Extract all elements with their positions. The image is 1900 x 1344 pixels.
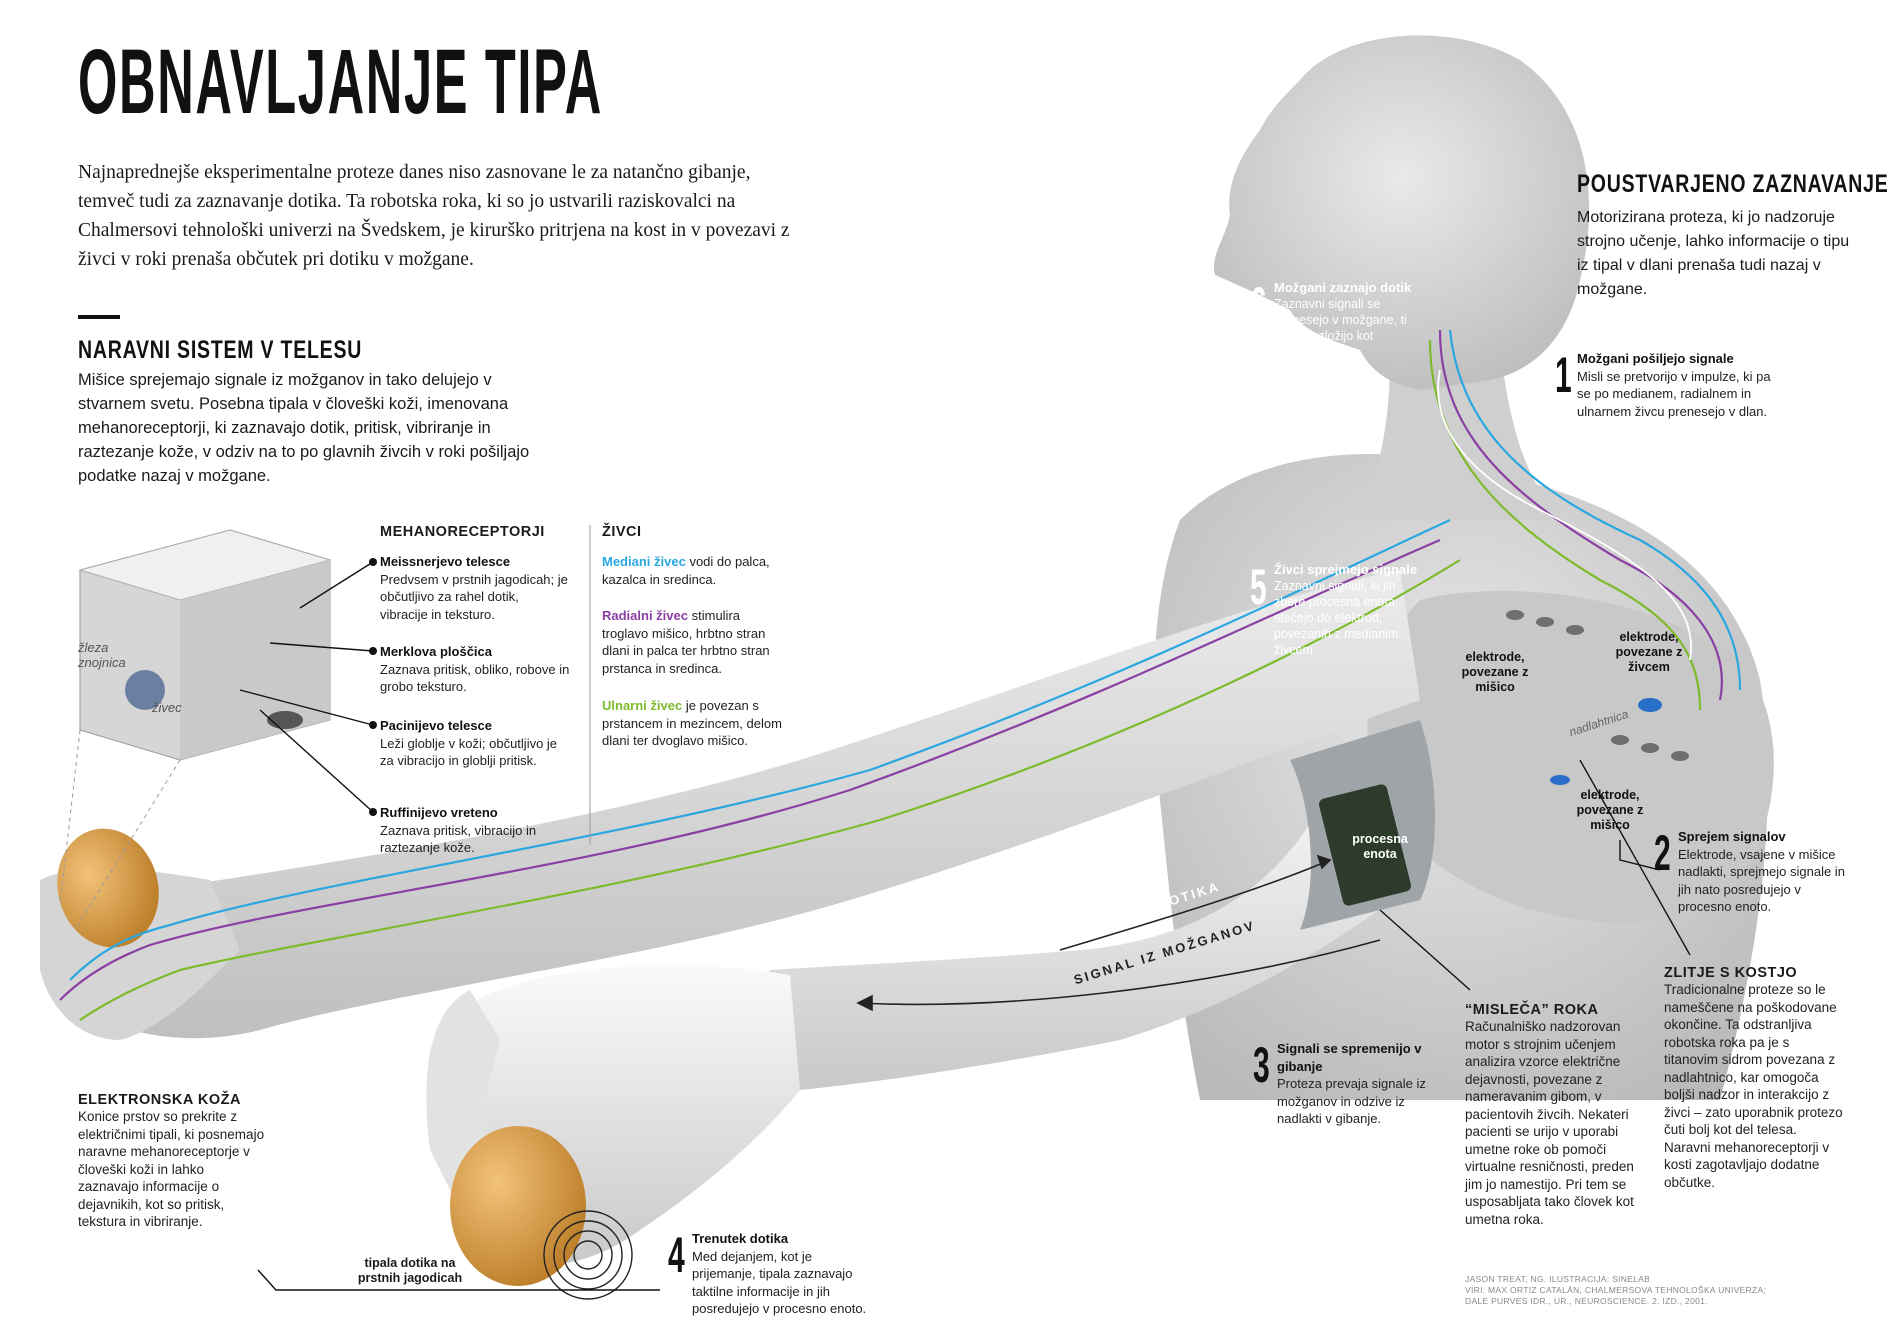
step-content: Možgani zaznajo dotik Zaznavni signali s… — [1274, 280, 1420, 360]
mechanoreceptors-title: MEHANORECEPTORJI — [380, 524, 545, 540]
touch-rings — [543, 1210, 633, 1300]
step-text: Misli se pretvorijo v impulze, ki pa se … — [1577, 368, 1771, 419]
nerve-text: je povezan s prstancem in mezincem, delo… — [602, 698, 782, 748]
upper-arm — [1367, 590, 1774, 923]
credit-line: JASON TREAT, NG. ILUSTRACIJA: SINELAB — [1465, 1274, 1651, 1284]
page-title: OBNAVLJANJE TIPA — [78, 31, 603, 133]
arrow-signal-line — [857, 939, 1381, 1006]
nerve-item: Ulnarni živec je povezan s prstancem in … — [602, 697, 787, 750]
label-electrodes-nerve: elektrode, povezane z živcem — [1615, 630, 1683, 674]
thinking-arm-body: Računalniško nadzorovan motor s strojnim… — [1465, 1019, 1634, 1227]
step-content: Možgani pošiljejo signale Misli se pretv… — [1577, 350, 1775, 420]
step-5: 5 Živci sprejmejo signale Zaznavni signa… — [1250, 562, 1430, 658]
step-content: Trenutek dotika Med dejanjem, kot je pri… — [692, 1230, 878, 1318]
step-4: 4 Trenutek dotika Med dejanjem, kot je p… — [668, 1230, 878, 1318]
step-2: 2 Sprejem signalov Elektrode, vsajene v … — [1654, 828, 1854, 916]
arrow-touch-line — [1059, 859, 1331, 951]
step-content: Signali se spremenijo v gibanje Proteza … — [1277, 1040, 1443, 1128]
step-text: Med dejanjem, kot je prijemanje, tipala … — [692, 1248, 867, 1317]
circuit-board — [1319, 784, 1411, 906]
natural-system-body: Mišice sprejemajo signale iz možganov in… — [78, 371, 530, 485]
label-sweat-gland: žleza znojnica — [78, 640, 126, 670]
step-text: Zaznavni signali, ki jih zbere procesna … — [1274, 579, 1399, 657]
electrodes — [1506, 610, 1689, 785]
mechanoreceptor-text: Zaznava pritisk, obliko, robove in grobo… — [380, 661, 570, 695]
step-1: 1 Možgani pošiljejo signale Misli se pre… — [1555, 350, 1775, 420]
mechanoreceptor-item: Ruffinijevo vreteno Zaznava pritisk, vib… — [380, 804, 570, 857]
label-fingertip-sensors: tipala dotika na prstnih jagodicah — [357, 1256, 463, 1285]
nerve-name-radial: Radialni živec — [602, 608, 688, 623]
head — [1213, 35, 1590, 390]
credits: JASON TREAT, NG. ILUSTRACIJA: SINELAB VI… — [1465, 1274, 1825, 1307]
label-nerve: živec — [152, 700, 182, 715]
thinking-arm-title: “MISLEČA” ROKA — [1465, 1002, 1599, 1018]
prosthetic-forearm — [755, 760, 1420, 1090]
section-rule — [78, 315, 120, 319]
mechanoreceptor-text: Predvsem v prstnih jagodicah; je občutlj… — [380, 571, 568, 622]
step-title: Možgani pošiljejo signale — [1577, 351, 1734, 366]
neck — [1360, 350, 1560, 520]
bone-fusion-title: ZLITJE S KOSTJO — [1664, 965, 1798, 981]
step-title: Možgani zaznajo dotik — [1274, 280, 1412, 295]
credit-line: VIRI: MAX ORTIZ CATALÁN, CHALMERSOVA TEH… — [1465, 1285, 1767, 1295]
electronic-skin-title: ELEKTRONSKA KOŽA — [78, 1092, 241, 1108]
step-text: Zaznavni signali se prenesejo v možgane,… — [1274, 297, 1407, 359]
label-electrodes-muscle-lower: elektrode, povezane z mišico — [1576, 788, 1644, 832]
step-number: 1 — [1555, 347, 1572, 403]
step-3: 3 Signali se spremenijo v gibanje Protez… — [1253, 1040, 1443, 1128]
mechanoreceptor-text: Zaznava pritisk, vibracijo in raztezanje… — [380, 822, 537, 856]
step-content: Živci sprejmejo signale Zaznavni signali… — [1274, 562, 1430, 658]
step-text: Elektrode, vsajene v mišice nadlakti, sp… — [1678, 846, 1845, 915]
mechanoreceptor-item: Pacinijevo telesce Leži globlje v koži; … — [380, 717, 570, 770]
nerve-name-median: Mediani živec — [602, 554, 686, 569]
median-nerve-line — [69, 519, 1451, 981]
intro-text: Najnaprednejše eksperimentalne proteze d… — [78, 162, 790, 270]
nerve-name-ulnar: Ulnarni živec — [602, 698, 683, 713]
step-number: 5 — [1250, 559, 1267, 615]
step-title: Signali se spremenijo v gibanje — [1277, 1041, 1422, 1074]
step-number: 3 — [1253, 1037, 1270, 1093]
bone-fusion-body: Tradicionalne proteze so le nameščene na… — [1664, 982, 1843, 1190]
thinking-arm: “MISLEČA” ROKA Računalniško nadzorovan m… — [1465, 1002, 1645, 1228]
step-6: 6 Možgani zaznajo dotik Zaznavni signali… — [1250, 280, 1420, 360]
mechanoreceptor-item: Meissnerjevo telesce Predvsem v prstnih … — [380, 553, 570, 623]
electronic-skin-body: Konice prstov so prekrite z električnimi… — [78, 1109, 265, 1229]
bone-fusion: ZLITJE S KOSTJO Tradicionalne proteze so… — [1664, 965, 1844, 1191]
egg-robotic — [450, 1126, 586, 1286]
mechanoreceptor-name: Pacinijevo telesce — [380, 718, 493, 733]
nerves-title: ŽIVCI — [602, 524, 642, 540]
natural-system-title: NARAVNI SISTEM V TELESU — [78, 336, 363, 364]
credit-line: DALE PURVES IDR., UR., NEUROSCIENCE, 2. … — [1465, 1296, 1708, 1306]
enhanced-sensing-title: POUSTVARJENO ZAZNAVANJE — [1577, 170, 1889, 198]
leader-lines — [239, 561, 1691, 1291]
label-electrodes-muscle-upper: elektrode, povezane z mišico — [1461, 650, 1529, 694]
step-number: 6 — [1250, 277, 1267, 333]
label-processing-unit: procesna enota — [1352, 832, 1408, 861]
nerve-text: stimulira troglavo mišico, hrbtno stran … — [602, 608, 770, 676]
radial-nerve-line — [59, 538, 1441, 1001]
mechanoreceptor-name: Merklova ploščica — [380, 644, 492, 659]
step-title: Trenutek dotika — [692, 1231, 789, 1246]
step-title: Sprejem signalov — [1678, 829, 1786, 844]
enhanced-sensing-body: Motorizirana proteza, ki jo nadzoruje st… — [1577, 209, 1850, 298]
mechanoreceptor-name: Ruffinijevo vreteno — [380, 805, 498, 820]
ulnar-nerve-line — [79, 559, 1461, 1021]
nerve-item: Radialni živec stimulira troglavo mišico… — [602, 607, 787, 677]
electronic-skin: ELEKTRONSKA KOŽA Konice prstov so prekri… — [78, 1092, 268, 1231]
skin-block-inset — [78, 529, 332, 761]
step-content: Sprejem signalov Elektrode, vsajene v mi… — [1678, 828, 1854, 916]
step-text: Proteza prevaja signale iz možganov in o… — [1277, 1076, 1426, 1126]
step-number: 4 — [668, 1227, 685, 1283]
mechanoreceptor-item: Merklova ploščica Zaznava pritisk, oblik… — [380, 643, 570, 696]
nerve-item: Mediani živec vodi do palca, kazalca in … — [602, 553, 787, 588]
signal-arrows — [856, 369, 1692, 1012]
step-number: 2 — [1654, 825, 1671, 881]
step-title: Živci sprejmejo signale — [1274, 562, 1418, 577]
mechanoreceptor-text: Leži globlje v koži; občutljivo je za vi… — [380, 735, 558, 769]
mechanoreceptor-name: Meissnerjevo telesce — [380, 554, 511, 569]
nerve-text: vodi do palca, kazalca in sredinca. — [602, 554, 770, 587]
